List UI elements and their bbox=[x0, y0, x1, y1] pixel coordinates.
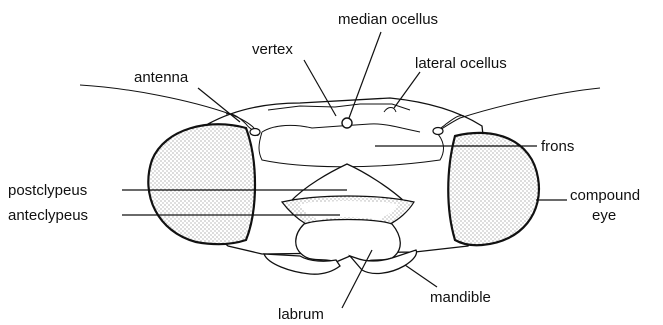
antenna-leader bbox=[198, 88, 240, 122]
antenna-label: antenna bbox=[134, 69, 189, 86]
frons-label: frons bbox=[541, 138, 574, 155]
compound-eye-label-line1: compound bbox=[570, 187, 640, 204]
labrum-label: labrum bbox=[278, 306, 324, 323]
lateral-ocellus-label: lateral ocellus bbox=[415, 55, 507, 72]
left-antenna-socket bbox=[250, 129, 260, 136]
median-ocellus-label: median ocellus bbox=[338, 11, 438, 28]
right-antenna-socket bbox=[433, 128, 443, 135]
postclypeus-label: postclypeus bbox=[8, 182, 87, 199]
anteclypeus-label: anteclypeus bbox=[8, 207, 88, 224]
right-compound-eye bbox=[448, 133, 539, 245]
vertex-label: vertex bbox=[252, 41, 293, 58]
left-compound-eye bbox=[148, 124, 255, 244]
median-ocellus-shape bbox=[342, 118, 352, 128]
compound-eye-label-line2: eye bbox=[592, 207, 616, 224]
mandible-label: mandible bbox=[430, 289, 491, 306]
mandible-leader bbox=[405, 265, 437, 287]
